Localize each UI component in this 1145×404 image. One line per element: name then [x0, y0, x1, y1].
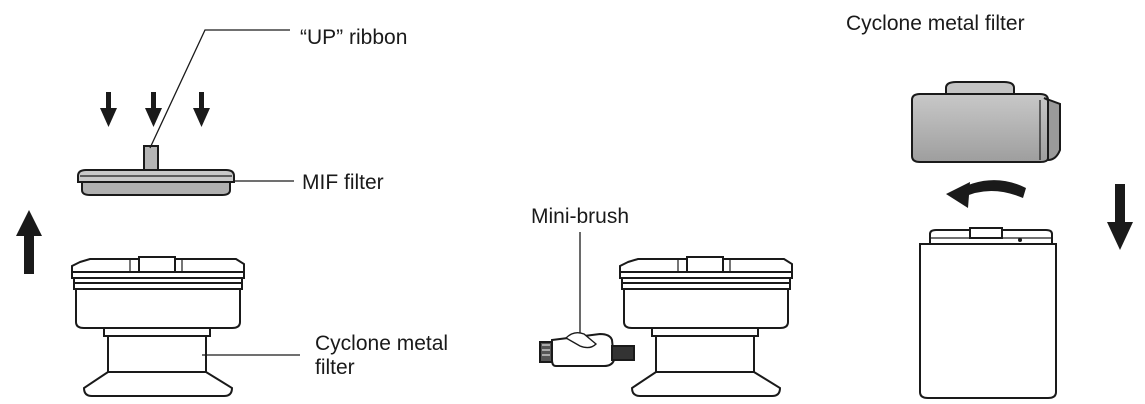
rotate-arrow-icon [946, 180, 1026, 208]
down-arrow-large-icon [1107, 184, 1133, 250]
mif-filter [77, 169, 235, 196]
mini-brush-icon [539, 331, 635, 367]
right-assembly [911, 81, 1133, 399]
up-ribbon-label: “UP” ribbon [300, 26, 407, 49]
middle-filter-housing [619, 256, 793, 397]
left-assembly [16, 29, 300, 397]
up-ribbon-tab [143, 145, 159, 173]
down-arrow-icon [100, 92, 117, 127]
dust-container [919, 227, 1057, 399]
mini-brush-label: Mini-brush [531, 205, 629, 228]
cyclone-filter-top-label: Cyclone metal filter [846, 12, 1025, 35]
filter-housing [71, 256, 245, 397]
middle-assembly [539, 232, 793, 397]
up-ribbon-leader-line [149, 29, 290, 149]
cyclone-filter-label-line1: Cyclone metal [315, 332, 448, 355]
down-arrow-icon [145, 92, 162, 127]
up-arrow-icon [16, 210, 42, 274]
down-arrow-icon [193, 92, 210, 127]
mif-filter-label: MIF filter [302, 171, 384, 194]
cyclone-metal-filter [911, 81, 1061, 163]
cyclone-filter-label-line2: filter [315, 356, 355, 379]
